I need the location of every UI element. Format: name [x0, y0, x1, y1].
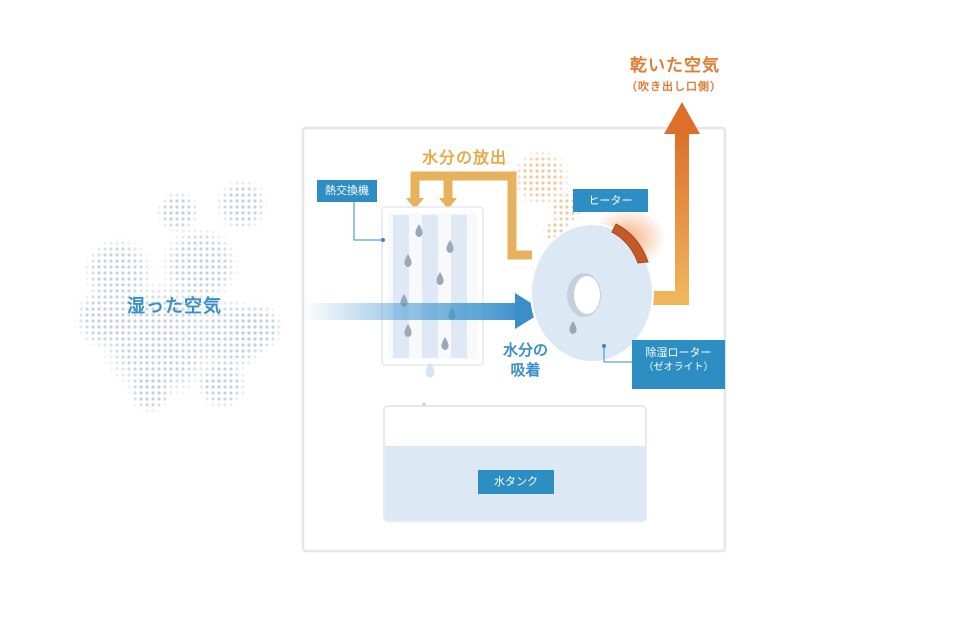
- moisture-absorb-line1: 水分の: [503, 341, 549, 359]
- dry-air-sub-label: （吹き出し口側）: [626, 80, 722, 93]
- flow-arrow-icon: [439, 198, 457, 209]
- water-drop-icon: [425, 362, 435, 378]
- water-drop-icon: [441, 337, 449, 350]
- dry-air-outflow-arrow: [640, 102, 700, 305]
- water-drop-icon: [436, 272, 444, 285]
- heat-exchanger-leader: [353, 202, 382, 241]
- moisture-absorb-label: 水分の 吸着: [503, 340, 548, 381]
- heater: [611, 223, 649, 264]
- rotor-tag: 除湿ローター （ゼオライト）: [632, 340, 725, 389]
- heat-exchanger: [381, 206, 484, 366]
- water-drop-icon: [569, 321, 577, 334]
- water-drop-icon: [415, 224, 423, 237]
- rotor-leader: [603, 346, 632, 363]
- water-drop-icon: [404, 324, 412, 337]
- rotor-tag-line1: 除湿ローター: [645, 346, 712, 359]
- water-drop-icon: [404, 254, 412, 267]
- water-drop-icon: [446, 240, 454, 253]
- humid-air-inflow-arrow: [302, 293, 544, 329]
- rotor-tag-line2: （ゼオライト）: [643, 361, 714, 373]
- water-tank-tag: 水タンク: [478, 470, 554, 494]
- humid-air-label: 湿った空気: [127, 296, 222, 317]
- moisture-release-label: 水分の放出: [422, 148, 508, 167]
- heat-exchanger-tag: 熱交換機: [317, 180, 377, 202]
- flow-arrow-icon: [406, 198, 424, 209]
- water-tank: [383, 405, 647, 522]
- heater-tag: ヒーター: [573, 189, 648, 212]
- dehumidifying-rotor: [530, 223, 654, 363]
- dry-air-label: 乾いた空気: [630, 56, 720, 76]
- humid-air-cloud: [73, 178, 284, 414]
- moisture-absorb-line2: 吸着: [510, 361, 541, 380]
